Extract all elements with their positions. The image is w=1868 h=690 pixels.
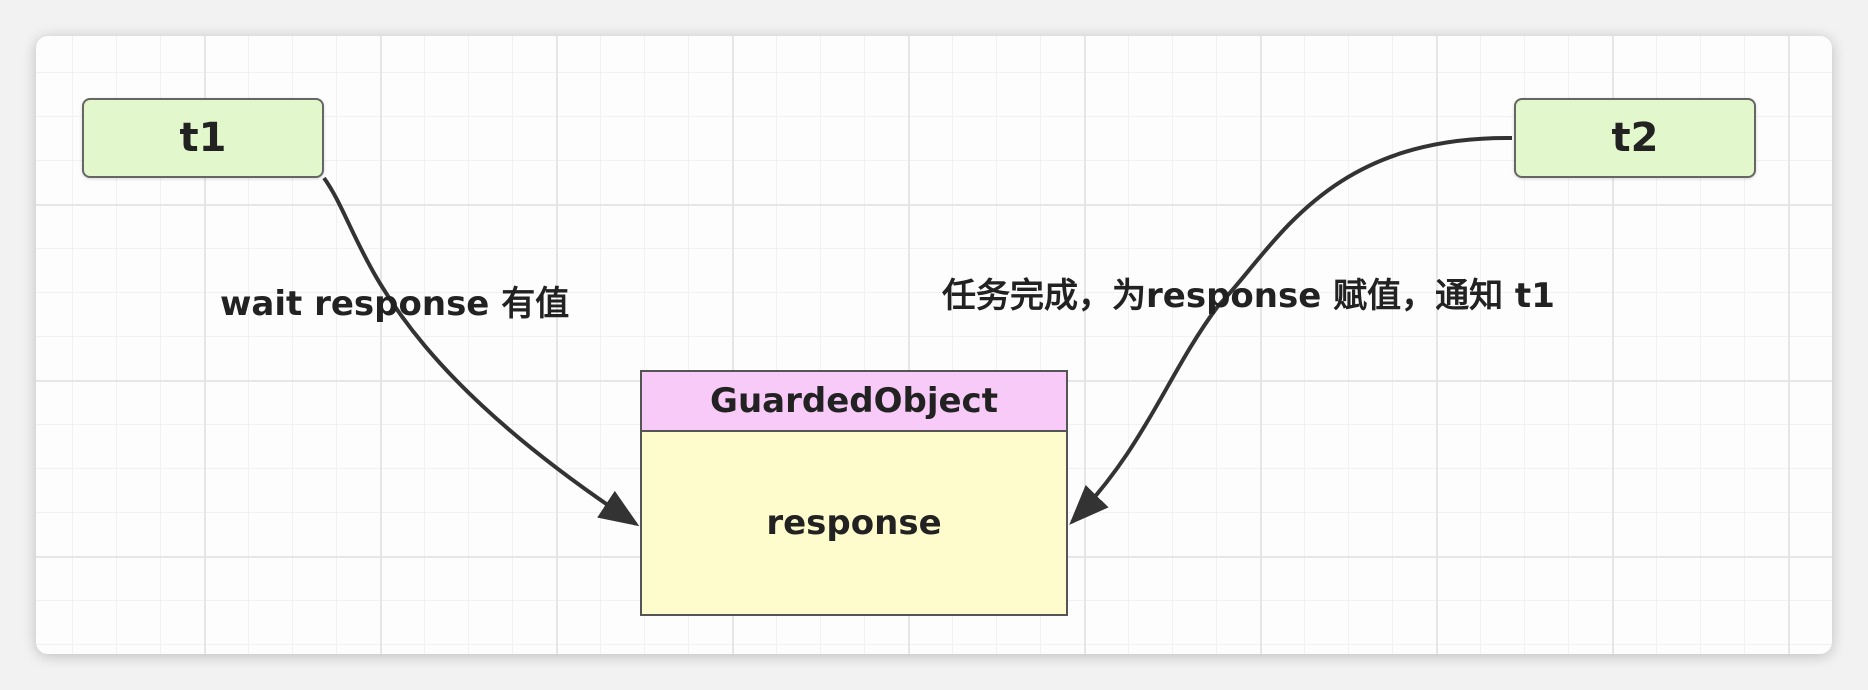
thread-t1-label: t1 bbox=[179, 115, 227, 161]
edge-t1-to-guarded bbox=[322, 176, 640, 527]
edge-label-t2: 任务完成，为response 赋值，通知 t1 bbox=[942, 276, 1555, 316]
class-field: response bbox=[766, 503, 942, 543]
diagram-canvas: t1 t2 GuardedObject response wait respon… bbox=[36, 36, 1832, 654]
edges-layer bbox=[322, 135, 1513, 527]
class-title: GuardedObject bbox=[642, 372, 1066, 432]
thread-t2-label: t2 bbox=[1611, 115, 1659, 161]
thread-node-t1: t1 bbox=[82, 98, 324, 178]
thread-node-t2: t2 bbox=[1514, 98, 1756, 178]
edge-label-t1: wait response 有值 bbox=[220, 284, 570, 324]
edge-t2-to-guarded bbox=[1069, 135, 1513, 525]
guarded-object-class: GuardedObject response bbox=[640, 370, 1068, 616]
